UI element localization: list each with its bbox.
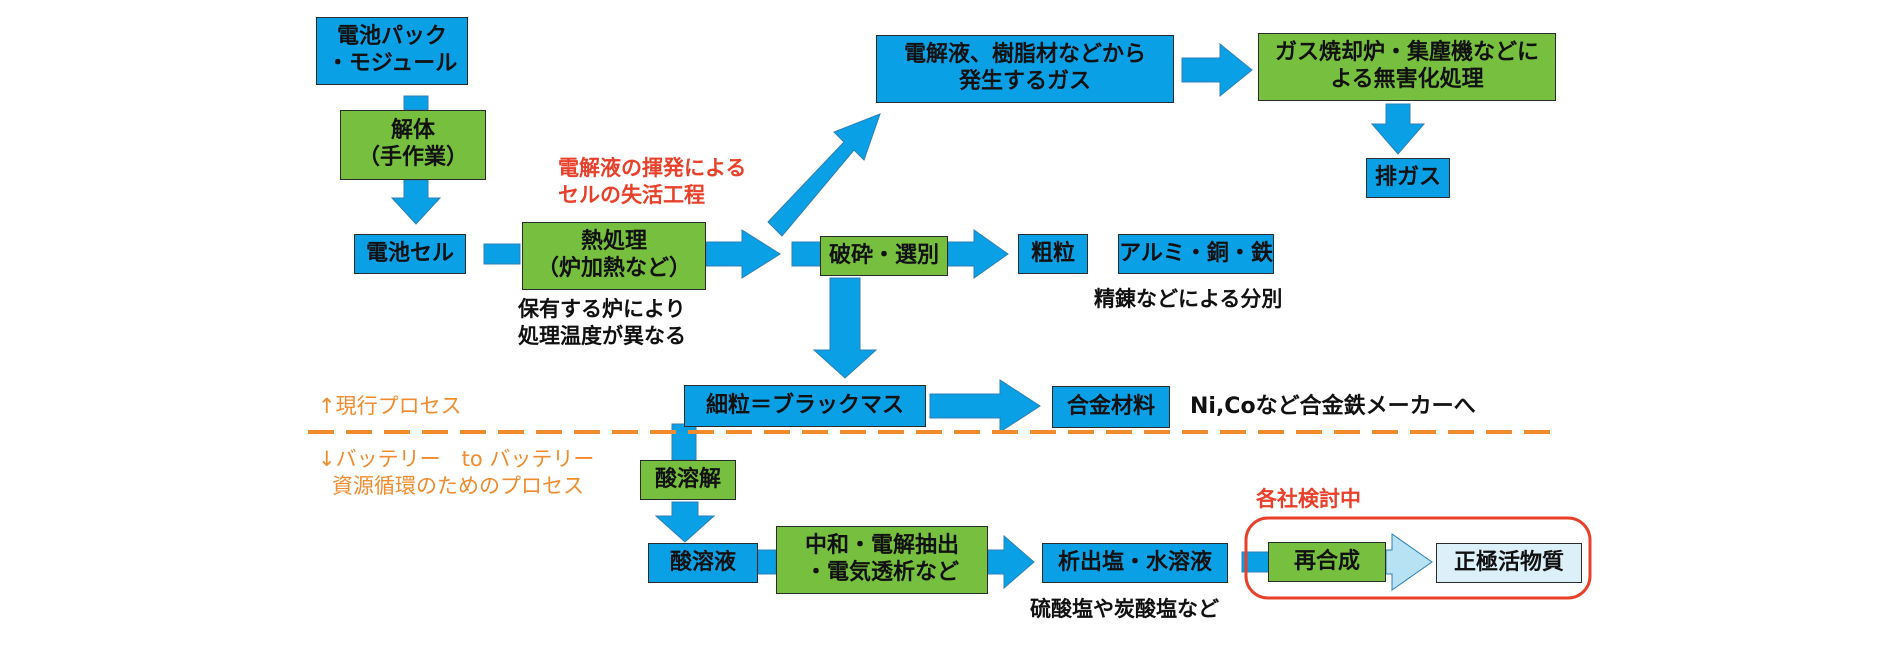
- box-crush-sort: 破砕・選別: [820, 236, 948, 276]
- note-future-process-line1: ↓バッテリー to バッテリー: [318, 447, 595, 471]
- arrow-crush-to-blackmass: [812, 277, 878, 379]
- box-electrolyte-gas-line2: 発生するガス: [958, 69, 1091, 94]
- box-cathode-label: 正極活物質: [1453, 549, 1564, 575]
- box-heat-treatment: 熱処理 （炉加熱など）: [522, 222, 706, 290]
- box-gas-treatment-line2: よる無害化処理: [1330, 67, 1484, 92]
- arrow-heat-to-crush: [705, 229, 781, 279]
- box-battery-cell-label: 電池セル: [365, 240, 454, 266]
- arrow-disassembly-to-cell: [390, 179, 442, 225]
- box-metals-label: アルミ・銅・鉄: [1119, 240, 1273, 266]
- box-resynthesis-label: 再合成: [1293, 548, 1360, 574]
- note-deactivation-line2: セルの失活工程: [558, 183, 705, 208]
- box-battery-pack-line1: 電池パック: [336, 24, 447, 50]
- arrow-blackmass-to-acid: [671, 423, 697, 461]
- note-furnace-line1: 保有する炉により: [518, 297, 686, 321]
- note-furnace: 保有する炉により 処理温度が異なる: [518, 296, 686, 351]
- box-battery-pack: 電池パック ・モジュール: [316, 17, 468, 85]
- box-acid-solution: 酸溶液: [648, 543, 758, 583]
- under-review-outline: [1244, 516, 1592, 600]
- box-disassembly-line1: 解体: [390, 118, 435, 144]
- arrow-resynthesis-to-cathode: [1385, 533, 1433, 591]
- box-heat-treatment-line1: 熱処理: [580, 229, 647, 255]
- box-electrolyte-gas: 電解液、樹脂材などから 発生するガス: [876, 35, 1174, 103]
- box-coarse: 粗粒: [1018, 234, 1088, 274]
- arrow-pack-to-disassembly: [403, 95, 429, 111]
- arrow-cell-to-heat: [483, 243, 521, 265]
- arrow-blackmass-to-alloy: [929, 379, 1041, 433]
- arrow-heat-to-gas: [767, 113, 881, 237]
- box-neutralization-line1: 中和・電解抽出: [804, 533, 959, 559]
- box-exhaust-label: 排ガス: [1374, 164, 1441, 190]
- note-deactivation-line1: 電解液の揮発による: [558, 156, 747, 180]
- arrow-treatment-to-exhaust: [1370, 103, 1426, 155]
- note-refining: 精錬などによる分別: [1094, 287, 1283, 311]
- note-future-process: ↓バッテリー to バッテリー 資源循環のためのプロセス: [318, 446, 594, 501]
- box-disassembly: 解体 （手作業）: [340, 110, 486, 180]
- box-disassembly-line2: （手作業）: [357, 145, 468, 170]
- arrow-stub-into-crush: [791, 241, 821, 267]
- box-battery-pack-line2: ・モジュール: [326, 51, 458, 76]
- box-alloy: 合金材料: [1052, 386, 1170, 428]
- box-acid-dissolution-label: 酸溶解: [654, 466, 721, 492]
- box-metals: アルミ・銅・鉄: [1118, 234, 1274, 274]
- box-electrolyte-gas-line1: 電解液、樹脂材などから: [903, 42, 1146, 68]
- box-coarse-label: 粗粒: [1030, 240, 1075, 266]
- box-gas-treatment-line1: ガス焼却炉・集塵機などに: [1274, 40, 1539, 66]
- note-current-process: ↑現行プロセス: [318, 394, 462, 418]
- box-black-mass: 細粒＝ブラックマス: [684, 385, 926, 427]
- box-alloy-label: 合金材料: [1066, 393, 1155, 419]
- note-furnace-line2: 処理温度が異なる: [518, 324, 686, 349]
- box-crush-sort-label: 破砕・選別: [828, 242, 939, 268]
- box-cathode: 正極活物質: [1436, 543, 1582, 583]
- box-precipitate-label: 析出塩・水溶液: [1057, 549, 1212, 575]
- arrow-acid-to-solution: [654, 501, 716, 543]
- box-acid-solution-label: 酸溶液: [669, 549, 736, 575]
- box-black-mass-label: 細粒＝ブラックマス: [705, 392, 904, 418]
- note-alloy: Ni,Coなど合金鉄メーカーへ: [1190, 394, 1476, 419]
- note-under-review: 各社検討中: [1256, 487, 1361, 511]
- arrow-crush-to-coarse: [947, 229, 1009, 279]
- box-acid-dissolution: 酸溶解: [640, 460, 736, 500]
- box-neutralization: 中和・電解抽出 ・電気透析など: [776, 526, 988, 594]
- arrow-gas-to-treatment: [1181, 42, 1253, 98]
- note-future-process-line2: 資源循環のためのプロセス: [332, 474, 584, 499]
- box-precipitate: 析出塩・水溶液: [1042, 543, 1228, 583]
- note-salts: 硫酸塩や炭酸塩など: [1030, 597, 1219, 621]
- box-heat-treatment-line2: （炉加熱など）: [536, 256, 691, 281]
- box-battery-cell: 電池セル: [354, 234, 466, 274]
- note-deactivation: 電解液の揮発による セルの失活工程: [558, 155, 746, 210]
- box-exhaust: 排ガス: [1366, 158, 1450, 198]
- arrow-solution-to-neutralization: [757, 549, 777, 575]
- box-gas-treatment: ガス焼却炉・集塵機などに よる無害化処理: [1258, 33, 1556, 101]
- arrow-neutralization-to-precipitate: [987, 534, 1035, 590]
- box-neutralization-line2: ・電気透析など: [804, 560, 959, 585]
- box-resynthesis: 再合成: [1268, 542, 1386, 582]
